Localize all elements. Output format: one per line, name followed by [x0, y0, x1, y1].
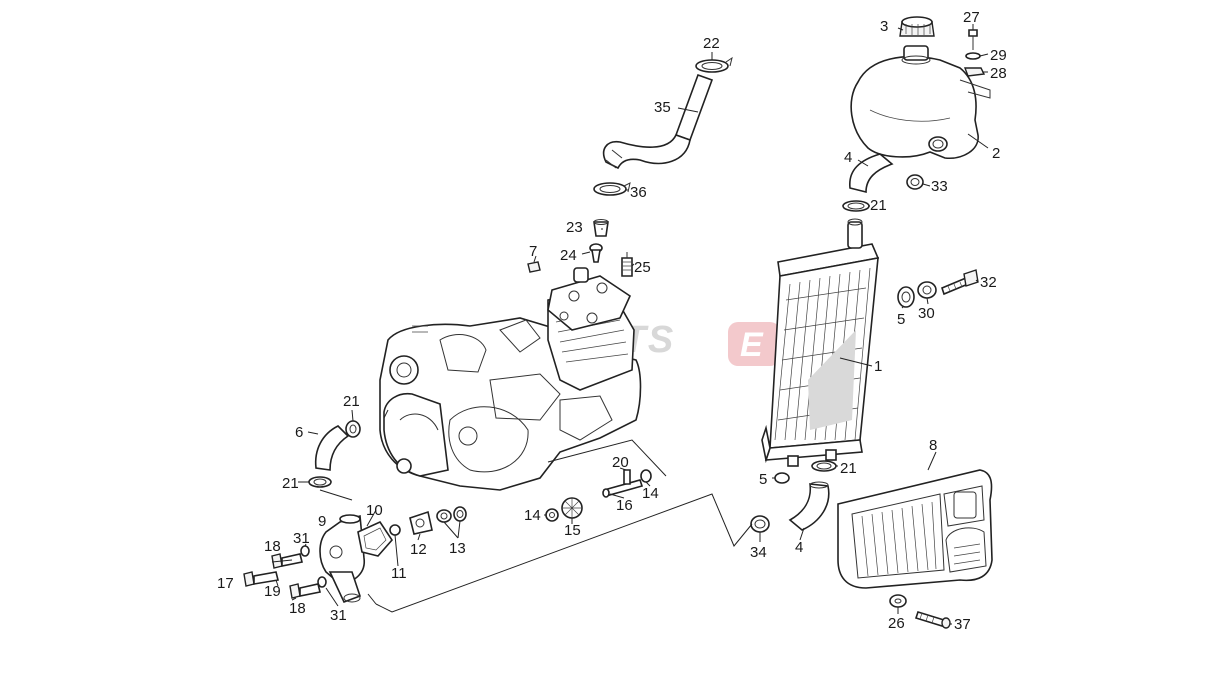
radiator-hose-4 — [788, 481, 830, 531]
label-22: 22 — [703, 35, 720, 52]
label-15: 15 — [564, 522, 581, 539]
label-3: 3 — [880, 18, 888, 35]
impeller-15 — [561, 497, 583, 519]
label-36: 36 — [630, 184, 647, 201]
part-labels: 1 2 3 4 4 5 5 6 7 8 9 10 11 12 13 14 14 … — [217, 9, 1007, 633]
label-12: 12 — [410, 541, 427, 558]
tank-nut-28 — [963, 67, 986, 77]
spacer-30 — [917, 281, 937, 299]
watermark-logo-letter: E — [740, 326, 764, 364]
label-16: 16 — [616, 497, 633, 514]
label-25: 25 — [634, 259, 651, 276]
label-4-bottom: 4 — [795, 539, 803, 556]
tank-washer-29 — [965, 52, 981, 60]
label-32: 32 — [980, 274, 997, 291]
label-21-left-bottom: 21 — [282, 475, 299, 492]
radiator-1 — [761, 218, 880, 467]
hose-clamp-36 — [593, 182, 631, 196]
sensor-25 — [621, 252, 633, 277]
label-18-top: 18 — [264, 538, 281, 555]
label-27: 27 — [963, 9, 980, 26]
pump-shaft-16 — [602, 479, 644, 498]
label-29: 29 — [990, 47, 1007, 64]
label-23: 23 — [566, 219, 583, 236]
pin-20 — [623, 469, 631, 485]
hose-clamp-21-left-top — [345, 420, 361, 438]
radiator-grille-8 — [837, 469, 993, 589]
label-21-bottom: 21 — [840, 460, 857, 477]
tank-cap-3 — [899, 16, 935, 37]
tank-bolt-27 — [968, 29, 978, 50]
screw-37 — [914, 611, 951, 629]
washer-31-top — [300, 545, 310, 557]
label-19: 19 — [264, 583, 281, 600]
label-26: 26 — [888, 615, 905, 632]
plug-7 — [527, 261, 541, 273]
fitting-12 — [409, 510, 433, 535]
label-14-left: 14 — [524, 507, 541, 524]
bracket-outline-right — [547, 439, 667, 477]
label-24: 24 — [560, 247, 577, 264]
leader-lines — [271, 24, 989, 625]
label-31-bottom: 31 — [330, 607, 347, 624]
label-2: 2 — [992, 145, 1000, 162]
label-4-top: 4 — [844, 149, 852, 166]
label-20: 20 — [612, 454, 629, 471]
bolt-32 — [941, 269, 979, 296]
watermark-logo-block — [728, 322, 780, 366]
temp-sensor-23 — [593, 219, 609, 237]
o-ring-11 — [389, 524, 401, 536]
washers-13 — [436, 506, 467, 523]
label-33: 33 — [931, 178, 948, 195]
label-7: 7 — [529, 243, 537, 260]
hose-clamp-21-top — [842, 200, 870, 212]
label-9: 9 — [318, 513, 326, 530]
label-28: 28 — [990, 65, 1007, 82]
label-1: 1 — [874, 358, 882, 375]
washer-31-bottom — [317, 576, 327, 588]
label-30: 30 — [918, 305, 935, 322]
label-21-top: 21 — [870, 197, 887, 214]
label-6: 6 — [295, 424, 303, 441]
hose-6 — [314, 425, 350, 471]
label-31-top: 31 — [293, 530, 310, 547]
label-17: 17 — [217, 575, 234, 592]
gasket-10 — [357, 520, 394, 557]
washer-26 — [889, 594, 907, 608]
label-34: 34 — [750, 544, 767, 561]
washer-24 — [589, 243, 603, 263]
label-10: 10 — [366, 502, 383, 519]
hose-clamp-33 — [906, 174, 924, 190]
washer-14-left — [545, 508, 559, 522]
label-18-bottom: 18 — [289, 600, 306, 617]
hose-clamp-22 — [695, 56, 733, 73]
hose-clamp-34 — [750, 515, 770, 533]
expansion-tank-2 — [850, 45, 991, 160]
label-8: 8 — [929, 437, 937, 454]
label-13: 13 — [449, 540, 466, 557]
label-11: 11 — [391, 565, 407, 582]
hose-clamp-21-left-bottom — [308, 476, 332, 488]
tank-hose-4 — [849, 153, 894, 194]
washer-14-right — [640, 469, 652, 483]
hose-clamp-21-bottom — [811, 460, 837, 472]
bolt-17 — [243, 571, 279, 587]
label-5-top: 5 — [897, 311, 905, 328]
label-21-left-top: 21 — [343, 393, 360, 410]
label-14-right: 14 — [642, 485, 659, 502]
label-35: 35 — [654, 99, 671, 116]
label-37: 37 — [954, 616, 971, 633]
grommet-5-bottom — [774, 472, 790, 484]
thermostat-housing-9 — [319, 514, 365, 604]
upper-hose-35 — [602, 73, 714, 170]
engine-assembly — [379, 267, 642, 491]
grommet-5-top — [897, 286, 915, 308]
label-5-bottom: 5 — [759, 471, 767, 488]
bolt-18-bottom — [289, 583, 321, 599]
